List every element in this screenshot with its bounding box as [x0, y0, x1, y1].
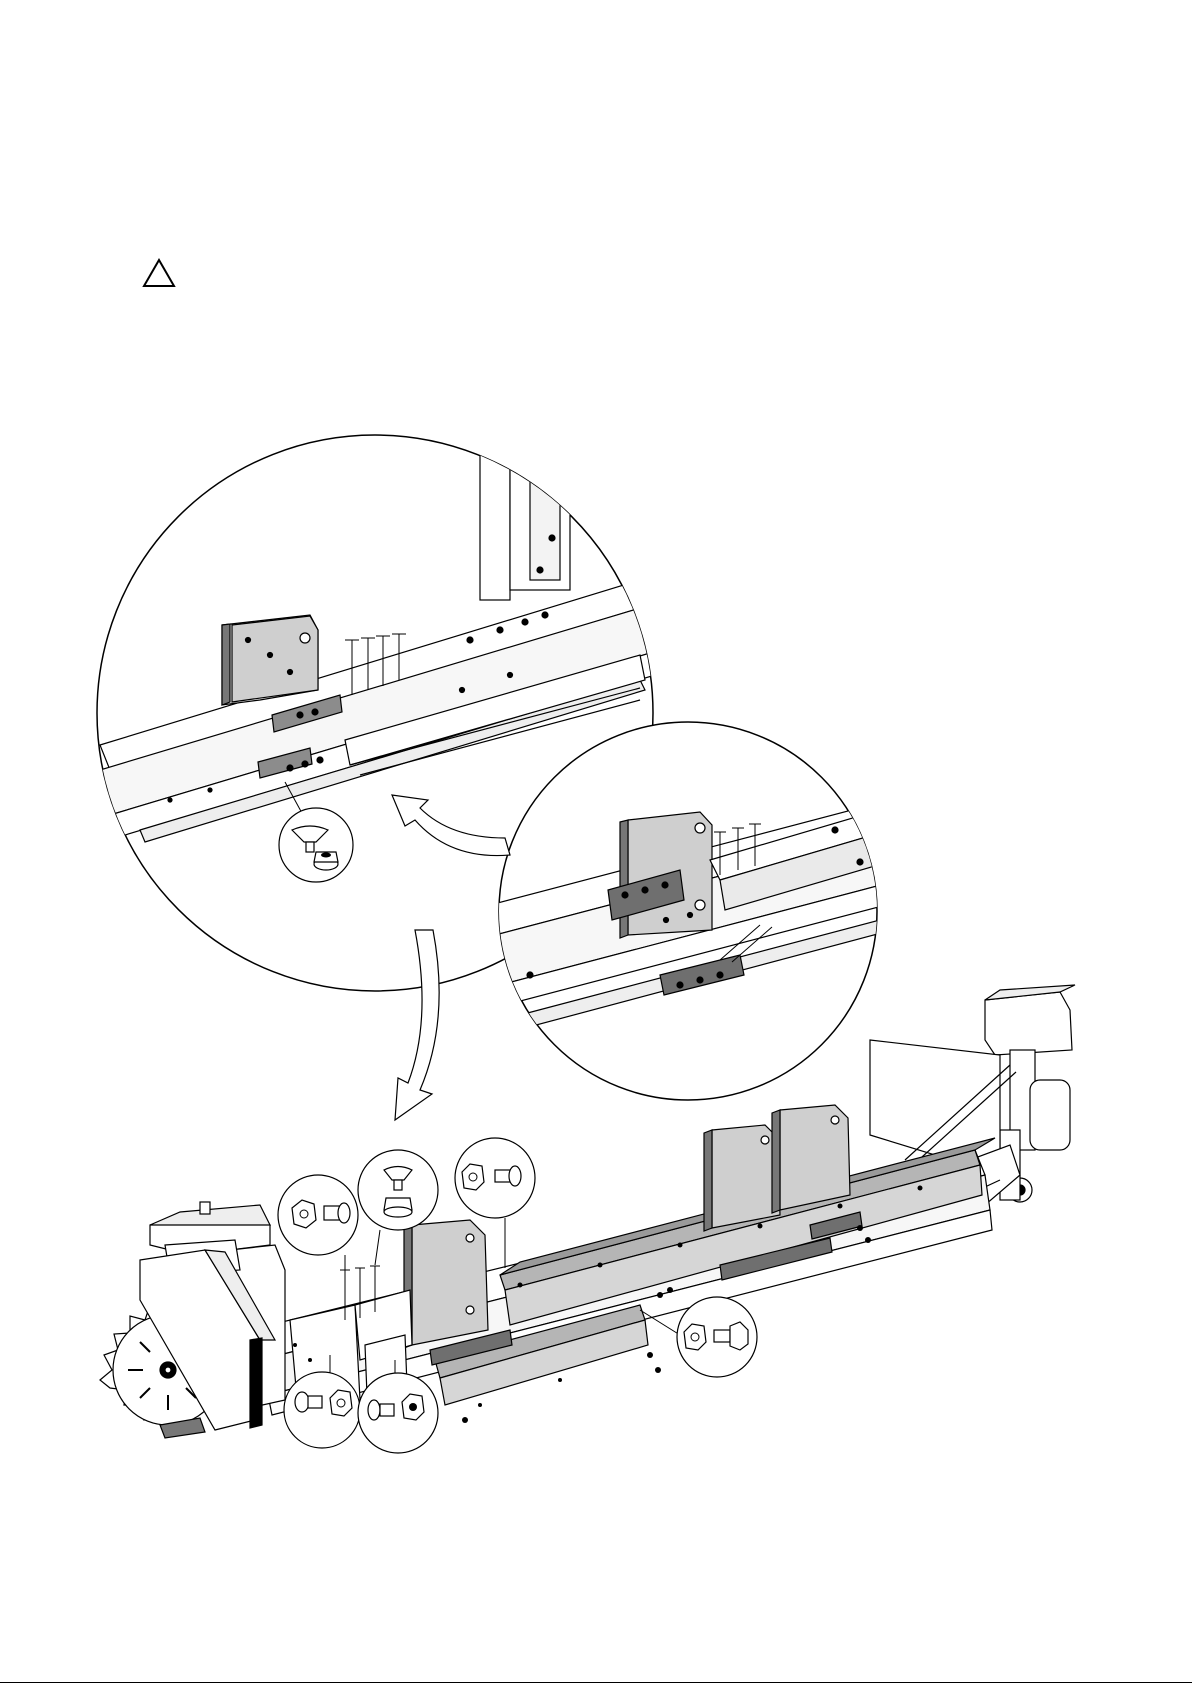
- flange-nut-icon: [462, 1164, 484, 1190]
- callout-1: [278, 1175, 358, 1300]
- flange-nut-icon: [384, 1198, 412, 1217]
- flange-nut-icon: [684, 1324, 706, 1350]
- footer-rule: [0, 1682, 1192, 1683]
- flange-nut-icon: [330, 1390, 352, 1416]
- flange-nut-icon: [402, 1394, 424, 1420]
- flange-nut-icon: [314, 852, 338, 870]
- carriage-bolt-icon: [324, 1203, 350, 1223]
- detail-right: [490, 722, 905, 1100]
